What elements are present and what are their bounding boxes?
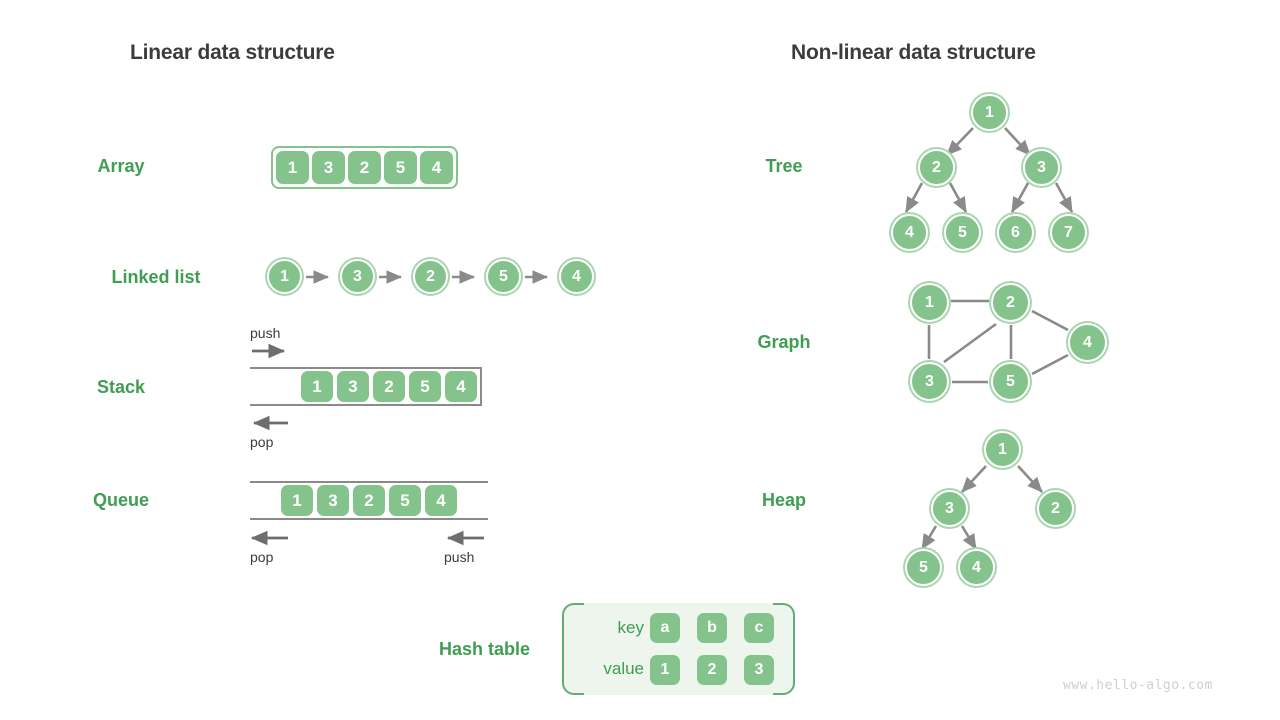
queue-cell: 1 [281,485,313,516]
queue-pop-label: pop [250,549,274,565]
hash-key-cell: b [697,613,727,643]
heading-nonlinear: Non-linear data structure [791,41,1036,64]
label-array: Array [97,156,145,176]
graph-node: 3 [910,362,949,401]
array-cell: 4 [420,151,453,184]
tree-node: 4 [891,214,928,251]
stack-cell: 2 [373,371,405,402]
queue-cell: 4 [425,485,457,516]
queue-structure: 1 3 2 5 4 [250,481,488,520]
graph-node: 1 [910,283,949,322]
hash-table-structure: key value a b c 1 2 3 [562,603,795,695]
label-tree: Tree [765,156,803,176]
stack-push-label: push [250,325,281,341]
queue-cell: 3 [317,485,349,516]
tree-node: 5 [944,214,981,251]
heap-node: 2 [1037,490,1074,527]
array-cell: 2 [348,151,381,184]
linked-list-node: 4 [559,259,594,294]
label-heap: Heap [761,490,806,510]
stack-cell: 3 [337,371,369,402]
hash-key-cell: c [744,613,774,643]
watermark: www.hello-algo.com [1063,678,1213,693]
hash-bracket-right-icon [773,603,795,695]
tree-node: 7 [1050,214,1087,251]
linked-list-node: 3 [340,259,375,294]
stack-structure: 1 3 2 5 4 [250,367,482,406]
array-cell: 3 [312,151,345,184]
hash-bracket-left-icon [562,603,584,695]
stack-pop-label: pop [250,434,274,450]
array-cell: 1 [276,151,309,184]
heap-node: 5 [905,549,942,586]
array-cell: 5 [384,151,417,184]
heading-linear: Linear data structure [130,41,335,64]
stack-cell: 1 [301,371,333,402]
array-structure: 1 3 2 5 4 [271,146,458,189]
linked-list-node: 2 [413,259,448,294]
label-queue: Queue [92,490,149,510]
heap-node: 3 [931,490,968,527]
graph-node: 5 [991,362,1030,401]
queue-cell: 2 [353,485,385,516]
tree-node: 6 [997,214,1034,251]
queue-push-label: push [444,549,475,565]
hash-value-cell: 1 [650,655,680,685]
hash-value-cell: 3 [744,655,774,685]
linked-list-node: 5 [486,259,521,294]
label-hash-table: Hash table [438,639,530,659]
hash-value-label: value [603,659,644,678]
stack-cell: 5 [409,371,441,402]
graph-node: 4 [1068,323,1107,362]
hash-key-cell: a [650,613,680,643]
label-stack: Stack [96,377,146,397]
linked-list-node: 1 [267,259,302,294]
tree-node: 1 [971,94,1008,131]
tree-node: 2 [918,149,955,186]
graph-node: 2 [991,283,1030,322]
hash-key-label: key [617,618,644,637]
label-graph: Graph [757,332,811,352]
hash-value-cell: 2 [697,655,727,685]
heap-node: 4 [958,549,995,586]
heap-node: 1 [984,431,1021,468]
label-linked-list: Linked list [111,267,201,287]
stack-cell: 4 [445,371,477,402]
queue-cell: 5 [389,485,421,516]
tree-node: 3 [1023,149,1060,186]
